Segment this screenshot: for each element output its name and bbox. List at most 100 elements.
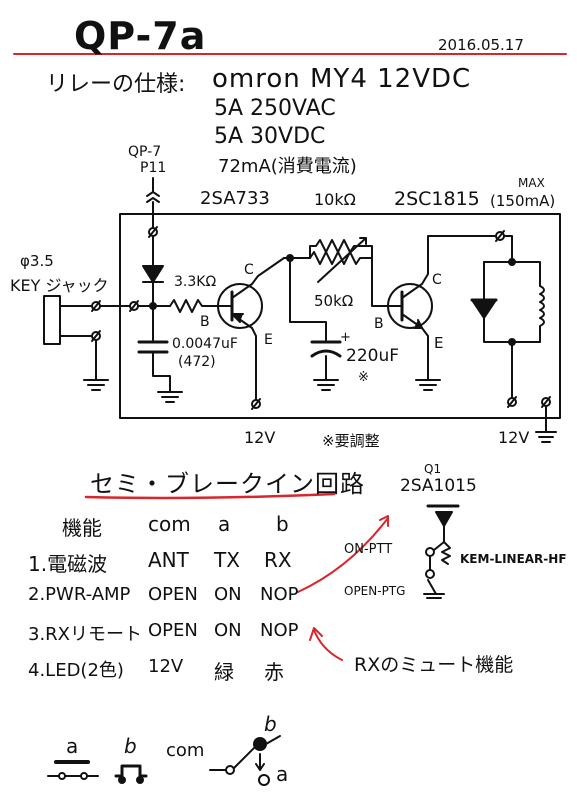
q2-pin-e: E bbox=[434, 334, 444, 352]
row-function: 2.PWR-AMP bbox=[28, 584, 131, 605]
row-com: ANT bbox=[148, 548, 189, 572]
wire bbox=[289, 257, 327, 341]
mute-q-name: 2SA1015 bbox=[400, 476, 477, 496]
v12-left: 12V bbox=[244, 428, 276, 447]
col-header-a: a bbox=[218, 512, 231, 536]
row-b: RX bbox=[264, 548, 292, 572]
resistor-3k3 bbox=[169, 299, 219, 313]
q2-max-label: MAX bbox=[518, 176, 545, 190]
row-function: 1.電磁波 bbox=[28, 552, 108, 576]
section-underline bbox=[84, 492, 336, 500]
row-a: TX bbox=[214, 548, 240, 572]
legend-b: b bbox=[124, 734, 137, 758]
wire bbox=[371, 257, 387, 307]
c-base-code: (472) bbox=[178, 354, 216, 370]
page-title: QP-7a bbox=[74, 14, 207, 58]
enclosure-box bbox=[119, 213, 561, 419]
flyback-diode bbox=[471, 299, 497, 319]
diode-symbol bbox=[142, 265, 164, 283]
red-arrow-left bbox=[313, 629, 343, 661]
q2-pin-c: C bbox=[432, 272, 442, 288]
relay-rating-dc: 5A 30VDC bbox=[214, 124, 326, 149]
relay-current: 72mA(消費電流) bbox=[218, 156, 357, 177]
input-connector-symbol bbox=[146, 177, 160, 203]
row-b: 赤 bbox=[264, 660, 284, 684]
q2-name: 2SC1815 bbox=[394, 188, 480, 210]
ground-symbol bbox=[83, 339, 109, 391]
row-com: 12V bbox=[148, 656, 184, 677]
table-row: 1.電磁波 ANT TX RX bbox=[28, 548, 328, 584]
cap-plus: + bbox=[340, 330, 351, 345]
red-arrow-up bbox=[297, 517, 389, 593]
switch-a-contact bbox=[258, 774, 270, 786]
legend-a: a bbox=[66, 734, 79, 758]
table-row: 2.PWR-AMP OPEN ON NOP bbox=[28, 584, 328, 620]
row-b: NOP bbox=[260, 620, 299, 641]
relay-coil bbox=[539, 285, 545, 343]
mute-note: RXのミュート機能 bbox=[354, 654, 514, 676]
capacitor-0u0047 bbox=[137, 340, 169, 354]
r-top-value: 10kΩ bbox=[314, 190, 356, 209]
table-header-row: 機能 com a b bbox=[28, 512, 328, 548]
ground-symbol bbox=[423, 579, 445, 599]
relay-spec-label: リレーの仕様: bbox=[46, 72, 186, 97]
col-header-b: b bbox=[276, 512, 289, 536]
wire bbox=[401, 235, 497, 299]
row-a: ON bbox=[214, 620, 242, 641]
col-header-com: com bbox=[148, 512, 191, 536]
relay-model: omron MY4 12VDC bbox=[212, 64, 472, 94]
function-table: 機能 com a b 1.電磁波 ANT TX RX 2.PWR-AMP OPE… bbox=[28, 512, 328, 692]
variable-resistor-50k bbox=[309, 251, 373, 265]
row-a: ON bbox=[214, 584, 242, 605]
v12-right: 12V bbox=[498, 428, 530, 447]
c-base-value: 0.0047uF bbox=[172, 336, 238, 352]
ground-symbol bbox=[313, 355, 339, 391]
wire bbox=[251, 327, 257, 401]
row-function: 4.LED(2色) bbox=[28, 660, 124, 681]
col-header-function: 機能 bbox=[62, 516, 102, 540]
p11-label: P11 bbox=[140, 160, 167, 176]
legend-switch-b: b bbox=[264, 712, 277, 736]
ground-symbol bbox=[415, 327, 441, 391]
wire bbox=[59, 305, 93, 337]
key-jack-symbol bbox=[43, 295, 61, 345]
switch-com bbox=[225, 765, 235, 775]
ground-symbol bbox=[535, 405, 557, 443]
ground-symbol bbox=[152, 351, 183, 403]
vr-value: 50kΩ bbox=[314, 292, 354, 310]
row-com: OPEN bbox=[148, 584, 198, 605]
row-com: OPEN bbox=[148, 620, 198, 641]
q1-pin-c: C bbox=[244, 262, 254, 278]
table-row: 4.LED(2色) 12V 緑 赤 bbox=[28, 656, 328, 692]
resistor-10k bbox=[309, 239, 373, 259]
key-jack-label: KEY ジャック bbox=[10, 276, 109, 295]
q1-pin-e: E bbox=[264, 332, 273, 348]
page-date: 2016.05.17 bbox=[438, 36, 524, 54]
open-ptg-label: OPEN-PTG bbox=[344, 584, 406, 598]
row-function: 3.RXリモート bbox=[28, 624, 143, 645]
row-b: NOP bbox=[260, 584, 299, 605]
legend-com: com bbox=[166, 740, 205, 761]
adjust-note: ※要調整 bbox=[322, 432, 380, 450]
on-ptt-label: ON-PTT bbox=[344, 542, 393, 557]
capacitor-220u bbox=[310, 349, 342, 358]
table-row: 3.RXリモート OPEN ON NOP bbox=[28, 620, 328, 656]
q2-pin-b: B bbox=[374, 316, 384, 332]
switch-b-contact bbox=[253, 737, 267, 751]
jack-size: φ3.5 bbox=[20, 252, 54, 270]
contact-b-symbol bbox=[114, 764, 148, 778]
q1-pin-b: B bbox=[200, 314, 210, 330]
legend-switch-a: a bbox=[276, 762, 289, 786]
q2-current: (150mA) bbox=[490, 192, 556, 210]
amp-label: KEM-LINEAR-HF bbox=[460, 552, 567, 566]
relay-rating-ac: 5A 250VAC bbox=[214, 96, 336, 121]
wire bbox=[231, 257, 285, 299]
r-base-value: 3.3KΩ bbox=[174, 274, 217, 290]
cap-220u-value: 220uF bbox=[346, 346, 400, 366]
qp7-label: QP-7 bbox=[128, 144, 162, 160]
transistor-2sa1015 bbox=[435, 511, 453, 527]
cap-note-mark: ※ bbox=[358, 370, 369, 385]
mute-q-label: Q1 bbox=[424, 462, 442, 476]
